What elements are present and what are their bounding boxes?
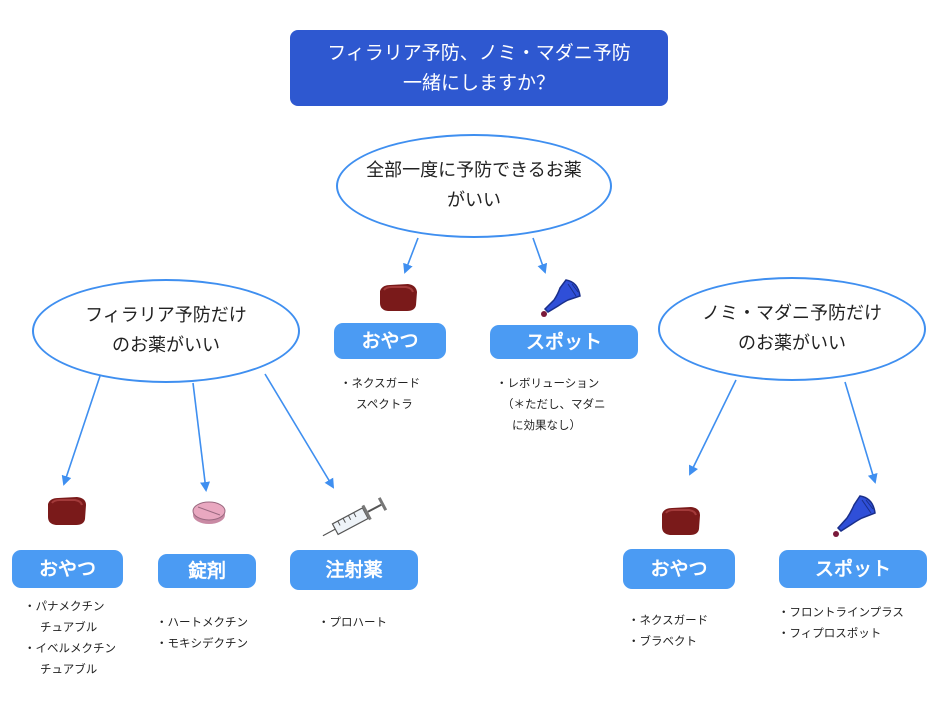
note-item: スペクトラ [356, 397, 413, 411]
chew-treat-icon [662, 507, 700, 535]
right-treat-notes: ・ネクスガード ・ブラベクト [628, 610, 708, 652]
left-treat-notes: ・パナメクチン チュアブル ・イベルメクチン チュアブル [24, 596, 116, 680]
note-item: ・レボリューション [496, 376, 600, 390]
heartworm-only-node: フィラリア予防だけ のお薬がいい [32, 279, 300, 383]
chew-treat-icon [48, 497, 86, 525]
note-item: ・フロントラインプラス [778, 605, 904, 619]
arrow-left-to-syringe [264, 373, 335, 489]
right-spot-pill: スポット [779, 550, 927, 588]
right-treat-label: おやつ [650, 557, 708, 580]
question-title-box: フィラリア予防、ノミ・マダニ予防 一緒にしますか？ [290, 30, 668, 106]
note-item: に効果なし） [512, 418, 581, 432]
note-item: ・イベルメクチン [24, 641, 116, 655]
spot-pipette-icon [541, 279, 581, 317]
tablet-icon [192, 501, 226, 524]
note-item: ・モキシデクチン [156, 636, 248, 650]
syringe-icon [322, 497, 388, 537]
all-in-one-node: 全部一度に予防できるお薬 がいい [336, 134, 612, 238]
left-tablet-label: 錠剤 [187, 559, 226, 582]
flea-tick-only-node: ノミ・マダニ予防だけ のお薬がいい [658, 277, 926, 381]
left-node-line-2: のお薬がいい [112, 335, 220, 356]
right-spot-notes: ・フロントラインプラス ・フィプロスポット [778, 602, 904, 644]
center-node-line-1: 全部一度に予防できるお薬 [366, 160, 582, 181]
left-injection-notes: ・プロハート [318, 612, 387, 633]
center-spot-label: スポット [525, 330, 602, 353]
note-item: ・ネクスガード [340, 376, 421, 390]
center-node-line-2: がいい [447, 190, 501, 211]
right-node-line-1: ノミ・マダニ予防だけ [702, 303, 882, 324]
right-spot-label: スポット [814, 557, 891, 580]
center-spot-pill: スポット [490, 325, 638, 359]
title-line-1: フィラリア予防、ノミ・マダニ予防 [327, 42, 631, 64]
note-item: ・パナメクチン [24, 599, 105, 613]
center-treat-pill: おやつ [334, 323, 446, 359]
chew-treat-icon [380, 284, 417, 311]
center-treat-notes: ・ネクスガード スペクトラ [340, 373, 420, 415]
right-node-line-2: のお薬がいい [738, 333, 846, 354]
arrow-center-to-treat [403, 237, 419, 274]
center-spot-notes: ・レボリューション （＊ただし、マダニ に効果なし） [496, 373, 606, 436]
spot-pipette-icon [833, 495, 876, 537]
left-treat-pill: おやつ [12, 550, 123, 588]
note-item: ・ハートメクチン [156, 615, 248, 629]
left-tablet-notes: ・ハートメクチン ・モキシデクチン [156, 612, 248, 654]
center-treat-label: おやつ [361, 329, 419, 352]
note-item: ・フィプロスポット [778, 626, 882, 640]
arrow-left-to-treat [61, 375, 101, 486]
note-item: ・ネクスガード [628, 613, 709, 627]
arrow-center-to-spot [532, 237, 548, 274]
note-item: ・プロハート [318, 615, 387, 629]
left-node-line-1: フィラリア予防だけ [85, 305, 247, 326]
left-injection-pill: 注射薬 [290, 550, 418, 590]
left-treat-label: おやつ [38, 557, 96, 580]
note-item: ・ブラベクト [628, 634, 697, 648]
note-item: （＊ただし、マダニ [502, 397, 606, 411]
title-line-2: 一緒にしますか？ [402, 72, 555, 94]
arrow-left-to-tablet [192, 382, 210, 492]
note-item: チュアブル [40, 662, 98, 676]
left-injection-label: 注射薬 [325, 558, 383, 581]
right-treat-pill: おやつ [623, 549, 735, 589]
arrow-right-to-spot [844, 381, 878, 484]
arrow-right-to-treat [689, 379, 737, 476]
left-tablet-pill: 錠剤 [158, 554, 256, 588]
note-item: チュアブル [40, 620, 98, 634]
